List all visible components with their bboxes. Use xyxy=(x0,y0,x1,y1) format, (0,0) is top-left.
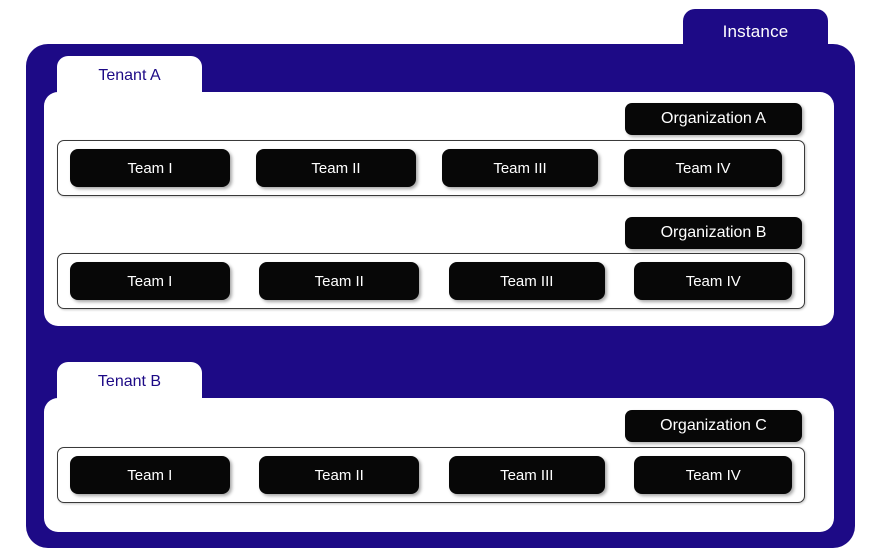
team-box[interactable]: Team III xyxy=(442,149,598,187)
team-box[interactable]: Team I xyxy=(70,149,230,187)
organization-tab-organization-b[interactable]: Organization B xyxy=(625,217,802,249)
team-box[interactable]: Team II xyxy=(256,149,416,187)
team-box[interactable]: Team III xyxy=(448,262,605,300)
team-box[interactable]: Team IV xyxy=(624,149,782,187)
team-box[interactable]: Team II xyxy=(259,456,420,494)
organization-tab-organization-a[interactable]: Organization A xyxy=(625,103,802,135)
tenant-tab-tenant-a[interactable]: Tenant A xyxy=(57,56,202,96)
team-box[interactable]: Team I xyxy=(70,456,230,494)
team-box[interactable]: Team IV xyxy=(634,262,793,300)
team-box[interactable]: Team II xyxy=(259,262,420,300)
team-row-organization-a: Team I Team II Team III Team IV xyxy=(57,140,805,196)
team-row-organization-c: Team I Team II Team III Team IV xyxy=(57,447,805,503)
team-box[interactable]: Team IV xyxy=(634,456,793,494)
organization-tab-organization-c[interactable]: Organization C xyxy=(625,410,802,442)
team-row-organization-b: Team I Team II Team III Team IV xyxy=(57,253,805,309)
team-box[interactable]: Team III xyxy=(448,456,605,494)
team-box[interactable]: Team I xyxy=(70,262,230,300)
instance-tab[interactable]: Instance xyxy=(683,9,828,55)
tenant-tab-tenant-b[interactable]: Tenant B xyxy=(57,362,202,402)
